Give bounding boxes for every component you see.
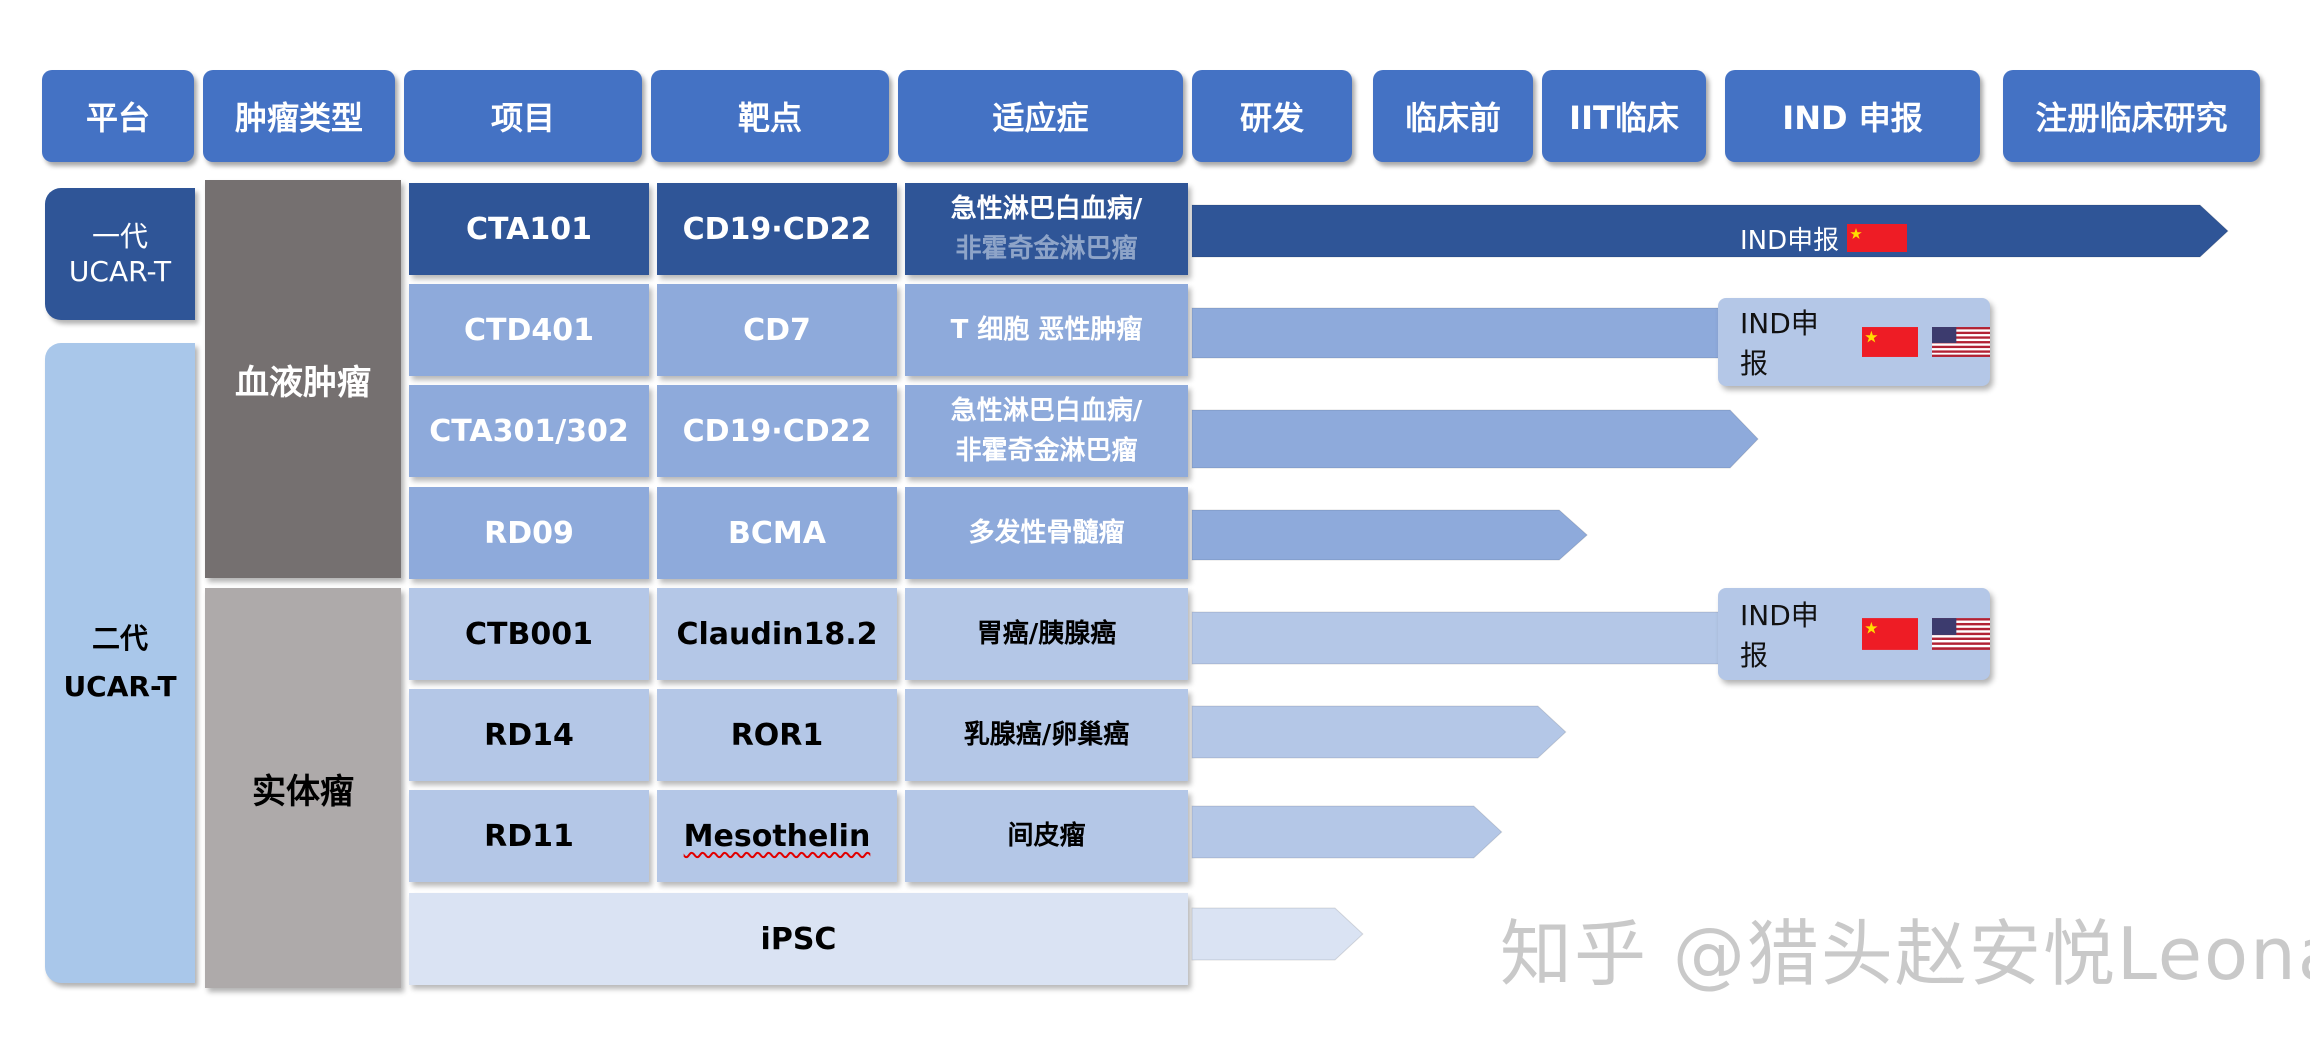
indication-cell: T 细胞 恶性肿瘤 — [905, 284, 1188, 376]
ind-callout-ctb001: IND申报 — [1718, 588, 1990, 680]
header-target: 靶点 — [651, 70, 889, 162]
indication-cell: 急性淋巴白血病/ 非霍奇金淋巴瘤 — [905, 385, 1188, 477]
indication-line: T 细胞 恶性肿瘤 — [950, 314, 1143, 345]
header-ind-filing: IND 申报 — [1725, 70, 1980, 162]
project-cell: RD11 — [409, 790, 649, 882]
header-indication: 适应症 — [898, 70, 1183, 162]
progress-arrow-rd09 — [1191, 509, 1588, 561]
callout-label: IND申报 — [1740, 599, 1819, 672]
arrow-ind-text: IND申报 — [1740, 225, 1840, 256]
header-platform: 平台 — [42, 70, 194, 162]
china-flag-icon — [1847, 224, 1908, 252]
project-cell: CTA301/302 — [409, 385, 649, 477]
usa-flag-icon — [1932, 327, 1990, 357]
ind-callout-ctd401: IND申报 — [1718, 298, 1990, 386]
header-iit-clinical: IIT临床 — [1542, 70, 1706, 162]
target-cell: BCMA — [657, 487, 897, 579]
header-research: 研发 — [1192, 70, 1352, 162]
indication-cell: 急性淋巴白血病/ 非霍奇金淋巴瘤 — [905, 183, 1188, 275]
project-cell: CTB001 — [409, 588, 649, 680]
platform-gen2: 二代 UCAR-T — [45, 343, 195, 983]
target-cell: CD19·CD22 — [657, 183, 897, 275]
progress-arrow-rd11 — [1191, 805, 1503, 859]
platform-gen1: 一代 UCAR-T — [45, 188, 195, 320]
indication-line: 胃癌/胰腺癌 — [976, 618, 1117, 649]
progress-arrow-ipsc — [1191, 907, 1364, 961]
china-flag-icon — [1861, 618, 1918, 650]
project-cell: RD09 — [409, 487, 649, 579]
platform-gen1-line2: UCAR-T — [68, 255, 172, 288]
project-cell: RD14 — [409, 689, 649, 781]
watermark: 知乎 @猎头赵安悦Leona — [1500, 912, 2310, 996]
platform-gen2-line2: UCAR-T — [63, 670, 177, 703]
indication-line: 非霍奇金淋巴瘤 — [955, 436, 1138, 466]
tumor-type-blood: 血液肿瘤 — [205, 180, 401, 578]
progress-arrow-ctb001 — [1191, 611, 1770, 665]
project-cell-ipsc: iPSC — [409, 893, 1188, 985]
indication-line: 非霍奇金淋巴瘤 — [955, 234, 1138, 264]
usa-flag-icon — [1932, 618, 1990, 650]
progress-arrow-cta301-302 — [1191, 409, 1759, 469]
target-cell: Claudin18.2 — [657, 588, 897, 680]
tumor-type-solid: 实体瘤 — [205, 588, 401, 988]
header-preclinical: 临床前 — [1373, 70, 1533, 162]
indication-cell: 多发性骨髓瘤 — [905, 487, 1188, 579]
indication-line: 乳腺癌/卵巢癌 — [963, 719, 1130, 750]
target-cell: CD19·CD22 — [657, 385, 897, 477]
indication-line: 急性淋巴白血病/ — [950, 193, 1143, 224]
indication-cell: 间皮瘤 — [905, 790, 1188, 882]
target-cell: ROR1 — [657, 689, 897, 781]
callout-label: IND申报 — [1740, 307, 1819, 380]
project-cell: CTD401 — [409, 284, 649, 376]
progress-arrow-ctd401 — [1191, 307, 1781, 359]
china-flag-icon — [1861, 327, 1918, 357]
progress-arrow-rd14 — [1191, 705, 1567, 759]
progress-arrow-cta101 — [1191, 204, 2229, 258]
indication-cell: 胃癌/胰腺癌 — [905, 588, 1188, 680]
platform-gen1-line1: 一代 — [91, 220, 148, 253]
target-cell-text: Mesothelin — [683, 818, 871, 854]
arrow-ind-label: IND申报 — [1740, 216, 1908, 260]
header-project: 项目 — [404, 70, 642, 162]
indication-cell: 乳腺癌/卵巢癌 — [905, 689, 1188, 781]
project-cell: CTA101 — [409, 183, 649, 275]
target-cell: Mesothelin — [657, 790, 897, 882]
indication-line: 多发性骨髓瘤 — [968, 517, 1125, 548]
target-cell: CD7 — [657, 284, 897, 376]
platform-gen2-line1: 二代 — [91, 622, 148, 656]
indication-line: 急性淋巴白血病/ — [950, 395, 1143, 426]
indication-line: 间皮瘤 — [1007, 820, 1086, 851]
header-tumor-type: 肿瘤类型 — [203, 70, 395, 162]
header-registration-trial: 注册临床研究 — [2003, 70, 2260, 162]
